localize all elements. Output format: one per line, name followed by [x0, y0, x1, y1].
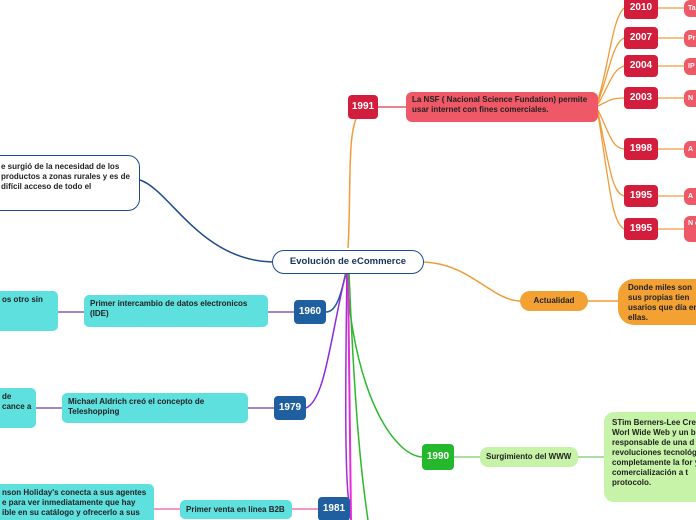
year-badge-1995-a[interactable]: 1995 [624, 185, 658, 207]
actualidad-detail-text: Donde miles son sus propias tien usarios… [628, 283, 696, 322]
event-1998-text: A [688, 145, 694, 153]
event-1995-b-text: N e [688, 220, 696, 227]
note-1981-text: nson Holiday's conecta a sus agentes e p… [2, 488, 147, 517]
event-1981-text: Primer venta en línea B2B [186, 504, 285, 514]
link-nsf-2010 [597, 7, 625, 101]
actualidad-topic[interactable]: Actualidad [520, 291, 588, 311]
event-2010-text: Ta [688, 4, 696, 12]
note-1981[interactable]: nson Holiday's conecta a sus agentes e p… [0, 484, 154, 520]
event-1990[interactable]: Surgimiento del WWW [480, 447, 578, 467]
year-badge-2003[interactable]: 2003 [624, 87, 658, 109]
actualidad-detail[interactable]: Donde miles son sus propias tien usarios… [618, 279, 696, 325]
event-1979-text: Michael Aldrich creó el concepto de Tele… [68, 397, 205, 416]
year-badge-1979[interactable]: 1979 [274, 396, 306, 420]
link-nsf-1995b [597, 113, 625, 230]
link-nsf-2004 [597, 65, 625, 105]
event-1995-b[interactable]: N e [684, 216, 696, 242]
note-1979-text: de cance a [2, 392, 32, 411]
event-2004[interactable]: IP [684, 58, 696, 75]
link-center-actualidad [419, 261, 521, 302]
event-2003-text: N [688, 94, 694, 102]
link-bottom-green [348, 271, 369, 520]
origin-note[interactable]: e surgió de la necesidad de los producto… [0, 155, 140, 211]
event-2010[interactable]: Ta [684, 0, 696, 17]
event-1995-a[interactable]: A [684, 188, 696, 205]
event-2004-text: IP [688, 62, 695, 70]
event-1995-a-text: A [688, 192, 694, 200]
event-2007[interactable]: Pr [684, 30, 696, 47]
link-center-1991 [347, 106, 365, 249]
event-1960[interactable]: Primer intercambio de datos electronicos… [84, 295, 268, 327]
event-2003[interactable]: N [684, 90, 696, 107]
event-1960-text: Primer intercambio de datos electronicos… [90, 299, 248, 318]
detail-1990-text: STim Berners-Lee Crea Worl Wide Web y un… [612, 418, 696, 487]
origin-note-text: e surgió de la necesidad de los producto… [1, 162, 130, 191]
year-badge-1960[interactable]: 1960 [294, 300, 326, 324]
year-badge-1995-b[interactable]: 1995 [624, 218, 658, 240]
event-1979[interactable]: Michael Aldrich creó el concepto de Tele… [62, 393, 248, 423]
link-center-1960 [325, 271, 347, 313]
year-badge-2007[interactable]: 2007 [624, 27, 658, 49]
link-nsf-1998 [597, 109, 625, 150]
event-1998[interactable]: A [684, 141, 696, 158]
year-badge-1990[interactable]: 1990 [422, 444, 454, 470]
link-center-1979 [305, 271, 347, 409]
note-1960[interactable]: os otro sin [0, 291, 58, 331]
year-badge-1998[interactable]: 1998 [624, 138, 658, 160]
actualidad-label: Actualidad [533, 296, 575, 305]
nsf-text: La NSF ( Nacional Science Fundation) per… [412, 95, 588, 114]
event-2007-text: Pr [688, 34, 696, 42]
year-badge-1991[interactable]: 1991 [348, 95, 378, 119]
central-topic[interactable]: Evolución de eCommerce [272, 250, 424, 274]
event-1981[interactable]: Primer venta en línea B2B [180, 500, 292, 519]
link-nsf-2007 [597, 37, 625, 103]
nsf-topic[interactable]: La NSF ( Nacional Science Fundation) per… [406, 92, 598, 122]
year-badge-2010[interactable]: 2010 [624, 0, 658, 19]
year-badge-2004[interactable]: 2004 [624, 55, 658, 77]
link-center-origin [139, 179, 273, 263]
year-badge-1981[interactable]: 1981 [318, 497, 350, 520]
link-nsf-2003 [597, 97, 625, 107]
link-nsf-1995a [597, 111, 625, 197]
event-1990-text: Surgimiento del WWW [486, 452, 572, 461]
note-1960-text: os otro sin [2, 295, 43, 304]
link-bottom-magenta [347, 271, 352, 520]
detail-1990[interactable]: STim Berners-Lee Crea Worl Wide Web y un… [604, 412, 696, 502]
note-1979[interactable]: de cance a [0, 388, 36, 428]
